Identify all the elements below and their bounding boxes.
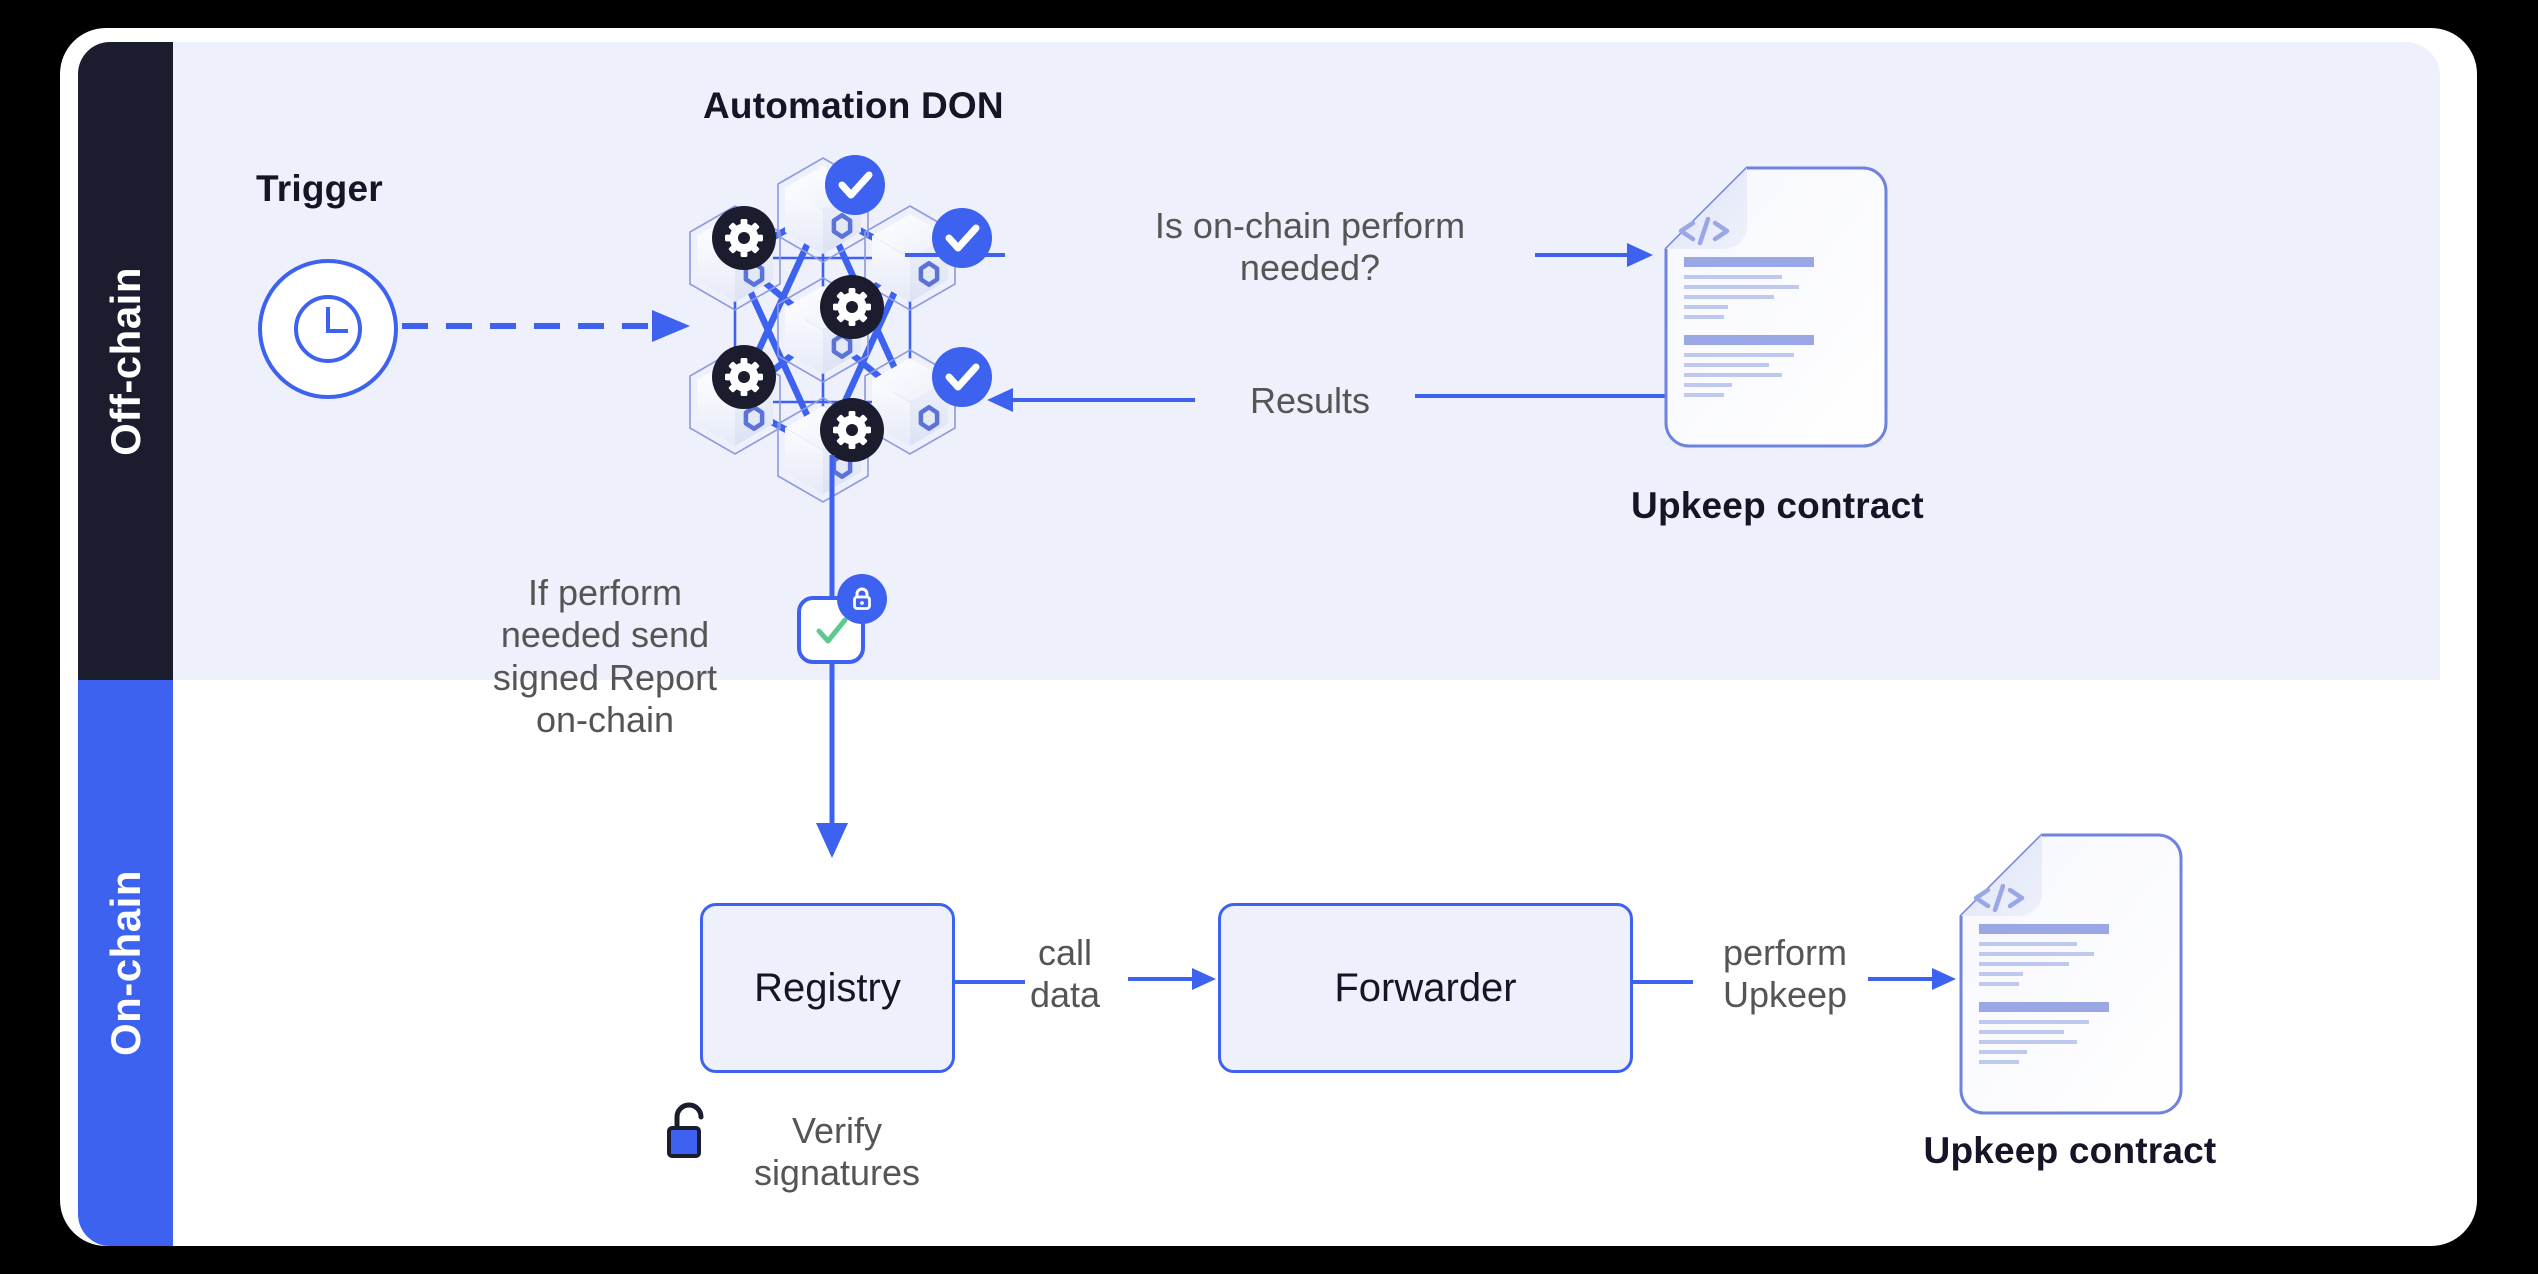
annotation-verify-signatures: Verify signatures <box>753 1110 921 1194</box>
upkeep-contract-bottom-label: Upkeep contract <box>1923 1130 2217 1171</box>
edge-don-to-upkeep-line <box>905 247 1005 263</box>
registry-label: Registry <box>754 965 901 1010</box>
edge-upkeep-to-don-line <box>1415 391 1665 401</box>
edge-forwarder-to-upkeep-arrow <box>1868 965 1958 993</box>
edge-label-perform-upkeep: perform Upkeep <box>1722 932 1848 1016</box>
upkeep-contract-document-top[interactable] <box>1663 165 1889 451</box>
forwarder-box[interactable]: Forwarder <box>1218 903 1633 1073</box>
check-icon <box>809 608 853 652</box>
edge-upkeep-to-don-arrow <box>985 385 1195 415</box>
edge-registry-to-forwarder-line <box>955 977 1025 987</box>
clock-icon <box>290 291 366 367</box>
edge-forwarder-to-upkeep-line <box>1633 977 1693 987</box>
trigger-title: Trigger <box>256 168 383 209</box>
registry-box[interactable]: Registry <box>700 903 955 1073</box>
edge-label-send-signed-report: If perform needed send signed Report on-… <box>492 572 718 741</box>
edge-registry-to-forwarder-arrow <box>1128 965 1218 993</box>
edge-label-results: Results <box>1249 380 1371 421</box>
lane-label-offchain: Off-chain <box>78 42 173 680</box>
don-title: Automation DON <box>703 85 1004 126</box>
unlock-icon <box>665 1102 717 1160</box>
offchain-region <box>110 42 2440 680</box>
automation-don-cluster[interactable] <box>660 140 1020 500</box>
lock-icon <box>837 574 887 624</box>
signed-report-badge[interactable] <box>797 574 887 664</box>
lane-label-onchain-text: On-chain <box>101 869 149 1056</box>
edge-trigger-to-don <box>402 306 692 346</box>
lane-label-onchain: On-chain <box>78 680 173 1246</box>
edge-label-is-perform-needed: Is on-chain perform needed? <box>1154 205 1466 289</box>
forwarder-label: Forwarder <box>1334 965 1517 1010</box>
edge-don-to-upkeep-arrow <box>1535 240 1655 270</box>
trigger-node[interactable] <box>258 259 398 399</box>
upkeep-contract-top-label: Upkeep contract <box>1631 485 1924 526</box>
lane-label-offchain-text: Off-chain <box>101 266 149 456</box>
upkeep-contract-document-bottom[interactable] <box>1958 832 2184 1118</box>
edge-label-call-data: call data <box>1029 932 1101 1016</box>
